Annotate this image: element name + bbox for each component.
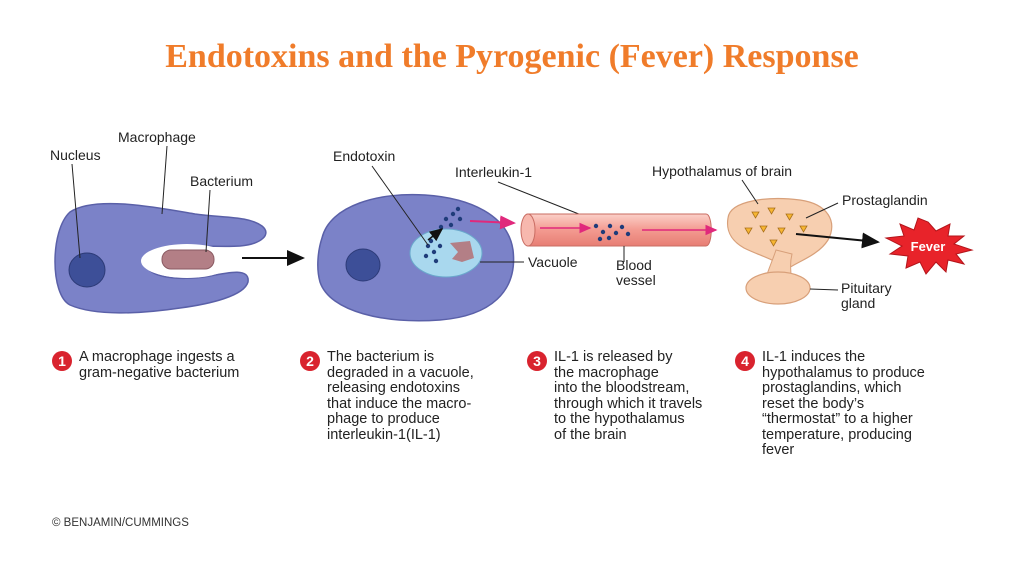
step-2-number-badge: 2 — [300, 351, 320, 371]
nucleus-shape-2 — [345, 248, 381, 282]
label-prostaglandin: Prostaglandin — [842, 192, 928, 208]
label-blood-vessel-line1: Blood — [616, 257, 652, 273]
nucleus-leader — [71, 163, 81, 259]
label-bacterium: Bacterium — [190, 173, 253, 189]
il1-arrow-to-vessel — [469, 215, 516, 230]
il1-dots-vessel — [593, 223, 631, 242]
prostaglandin-triangles — [744, 207, 808, 247]
label-interleukin: Interleukin-1 — [455, 164, 532, 180]
il1-dots-panel2 — [438, 206, 463, 230]
hypothalamus-leader — [741, 179, 759, 205]
vessel-opening — [520, 213, 536, 247]
step-4: 4 IL-1 induces the hypothalamus to produ… — [735, 349, 925, 459]
step-1-text: A macrophage ingests a gram-negative bac… — [79, 349, 240, 381]
macrophage-cell — [54, 202, 267, 314]
label-nucleus: Nucleus — [50, 147, 101, 163]
vacuole-shape — [409, 228, 483, 278]
pituitary-gland-shape — [745, 271, 811, 305]
step-3: 3 IL-1 is released by the macrophage int… — [527, 349, 703, 443]
step-1: 1 A macrophage ingests a gram-negative b… — [52, 349, 240, 381]
degraded-bacterium — [450, 241, 474, 262]
step-4-number-badge: 4 — [735, 351, 755, 371]
prostaglandin-leader — [805, 202, 839, 219]
blood-vessel-panel — [520, 213, 718, 247]
label-fever: Fever — [911, 239, 946, 254]
macrophage-leader — [161, 145, 168, 215]
label-pituitary-line1: Pituitary — [841, 280, 892, 296]
label-hypothalamus: Hypothalamus of brain — [652, 163, 792, 179]
label-endotoxin: Endotoxin — [333, 148, 395, 164]
copyright-credit: © BENJAMIN/CUMMINGS — [52, 517, 189, 529]
nucleus-shape — [68, 252, 106, 288]
step-4-text: IL-1 induces the hypothalamus to produce… — [762, 349, 925, 458]
arrow-to-fever — [795, 232, 880, 249]
pituitary-leader — [809, 288, 839, 291]
label-macrophage: Macrophage — [118, 129, 196, 145]
step-1-number-badge: 1 — [52, 351, 72, 371]
endotoxin-leader — [371, 165, 429, 246]
macrophage-panel — [54, 202, 267, 314]
macrophage-vacuole-panel — [317, 193, 515, 322]
fever-burst — [884, 217, 974, 275]
page-title: Endotoxins and the Pyrogenic (Fever) Res… — [165, 38, 859, 75]
brain-panel — [726, 198, 833, 305]
vacuole-release-arrow — [427, 228, 444, 242]
bacterium-leader — [205, 189, 211, 253]
label-vacuole: Vacuole — [528, 254, 578, 270]
hypothalamus-shape — [726, 198, 833, 271]
bacterium-shape — [161, 249, 215, 270]
label-blood-vessel-line2: vessel — [616, 272, 656, 288]
label-pituitary-line2: gland — [841, 295, 875, 311]
step-2: 2 The bacterium is degraded in a vacuole… — [300, 349, 474, 443]
step-3-text: IL-1 is released by the macrophage into … — [554, 349, 703, 443]
step-3-number-badge: 3 — [527, 351, 547, 371]
step-2-text: The bacterium is degraded in a vacuole, … — [327, 349, 474, 443]
